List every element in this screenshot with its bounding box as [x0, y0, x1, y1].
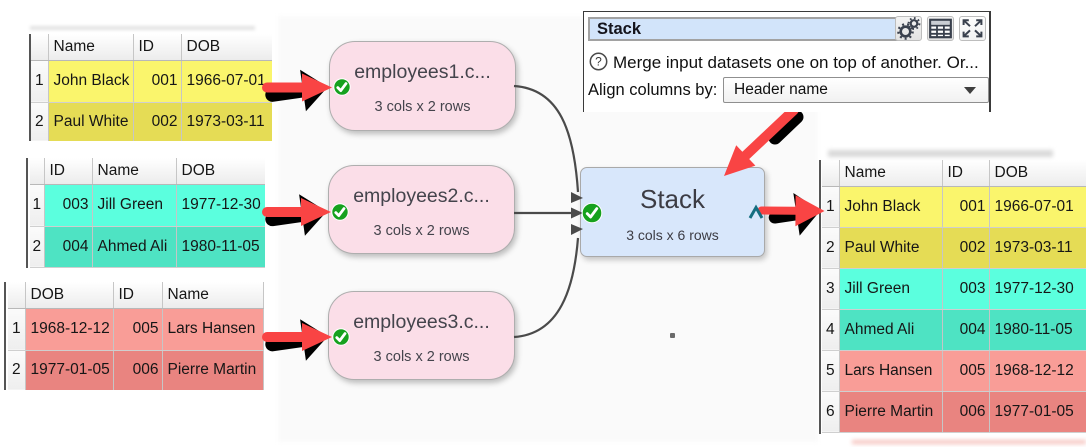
svg-text:?: ?: [595, 55, 602, 69]
